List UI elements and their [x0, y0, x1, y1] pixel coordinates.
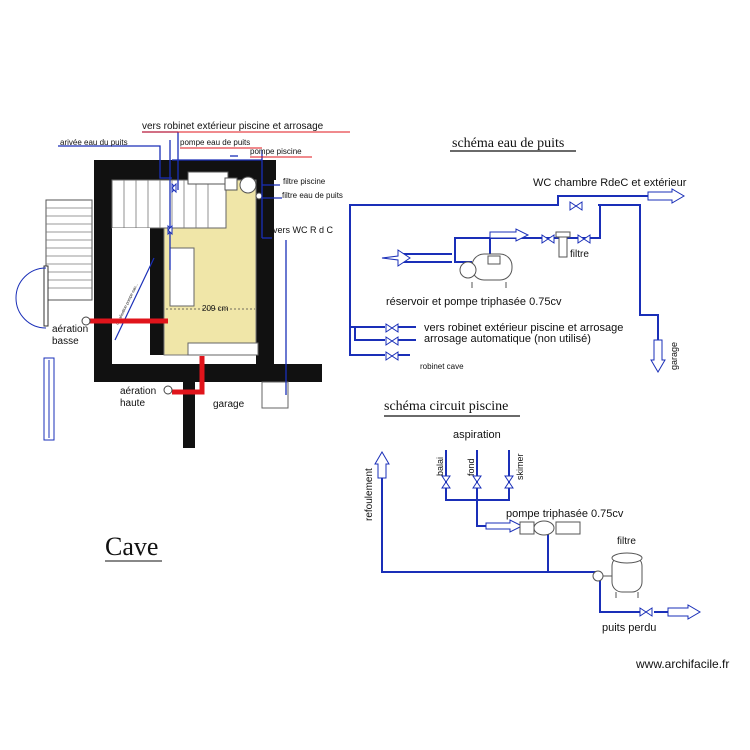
plan-title: Cave: [105, 532, 158, 561]
label-aeration-basse-1: aération: [52, 324, 88, 335]
label-aeration-haute-1: aération: [120, 386, 156, 397]
plan-labels: vers robinet extérieur piscine et arrosa…: [52, 121, 350, 410]
pool-pump-icon: [519, 520, 581, 536]
well-valves: [385, 201, 591, 361]
pool-pump-motor: [224, 177, 238, 191]
well-filter-icon: [555, 231, 571, 258]
pool-label-filtre: filtre: [617, 536, 636, 547]
pump-outlet-arrow: [489, 228, 530, 242]
aeration-haute-icon: [163, 385, 173, 395]
wc-arrow: [647, 188, 685, 204]
pool-label-pompe: pompe triphasée 0.75cv: [506, 508, 624, 520]
well-filter-circle: [255, 192, 263, 200]
label-aeration-basse-2: basse: [52, 336, 79, 347]
well-label-robinet-ext: vers robinet extérieur piscine et arrosa…: [424, 322, 623, 334]
pool-pump-circle: [239, 176, 257, 194]
exterior-staircase: [15, 199, 93, 441]
interior-staircase: canalisation pompe eau...: [111, 179, 227, 355]
pool-diagram-title: schéma circuit piscine: [384, 399, 508, 414]
cabinet: [169, 247, 195, 307]
well-label-arrosage: arrosage automatique (non utilisé): [424, 333, 591, 345]
walls: [94, 160, 322, 448]
ventilation-pipes: [81, 316, 205, 395]
plan-pipes: [58, 131, 287, 395]
dimension-line: 209 cm: [166, 304, 255, 313]
label-pompe-piscine: pompe piscine: [250, 147, 302, 156]
pool-circuit-diagram: schéma circuit piscine: [364, 399, 701, 634]
aeration-basse-icon: [81, 316, 91, 326]
garage-box: [261, 381, 289, 409]
well-pipes: [349, 195, 659, 356]
pool-valves: [441, 475, 653, 617]
well-label-reservoir: réservoir et pompe triphasée 0.75cv: [386, 296, 562, 308]
reservoir-pump-icon: [459, 253, 513, 288]
well-labels: WC chambre RdeC et extérieur réservoir e…: [386, 177, 687, 371]
well-label-wc: WC chambre RdeC et extérieur: [533, 177, 687, 189]
pool-label-balai: balai: [435, 457, 445, 476]
refoulement-arrow: [374, 451, 390, 479]
pump-outlet-pool-arrow: [485, 519, 524, 533]
floor-plan: canalisation pompe eau... 209 cm: [15, 121, 350, 562]
label-garage: garage: [213, 399, 245, 410]
well-water-diagram: schéma eau de puits: [349, 136, 687, 373]
pool-label-fond: fond: [466, 458, 476, 476]
label-aeration-haute-2: haute: [120, 398, 145, 409]
label-vers-wc: vers WC R d C: [273, 225, 334, 235]
label-filtre-piscine: filtre piscine: [283, 177, 326, 186]
puits-perdu-arrow: [667, 604, 701, 620]
well-pump-box: [187, 171, 229, 185]
well-label-garage: garage: [669, 342, 679, 370]
label-filtre-eau-puits: filtre eau de puits: [282, 191, 343, 200]
site-watermark: www.archifacile.fr: [635, 657, 729, 671]
pool-label-skimer: skimer: [515, 453, 525, 480]
label-vers-robinet-exterieur: vers robinet extérieur piscine et arrosa…: [142, 121, 324, 132]
pool-label-puits-perdu: puits perdu: [602, 622, 656, 634]
label-arrivee-eau: arivée eau du puits: [60, 138, 128, 147]
dimension-label: 209 cm: [202, 304, 229, 313]
counter: [187, 342, 259, 356]
garage-arrow: [650, 339, 666, 373]
pool-labels: aspiration balai fond skimer refoulement…: [364, 429, 656, 634]
well-diagram-title: schéma eau de puits: [452, 136, 564, 151]
well-filter-label: filtre: [570, 249, 589, 260]
pool-label-aspiration: aspiration: [453, 429, 501, 441]
pool-filter-icon: [592, 552, 643, 598]
label-pompe-eau-puits: pompe eau de puits: [180, 138, 250, 147]
well-inlet-arrow: [381, 249, 411, 267]
well-label-robinet-cave: robinet cave: [420, 362, 464, 371]
pool-label-refoulement: refoulement: [364, 468, 375, 521]
